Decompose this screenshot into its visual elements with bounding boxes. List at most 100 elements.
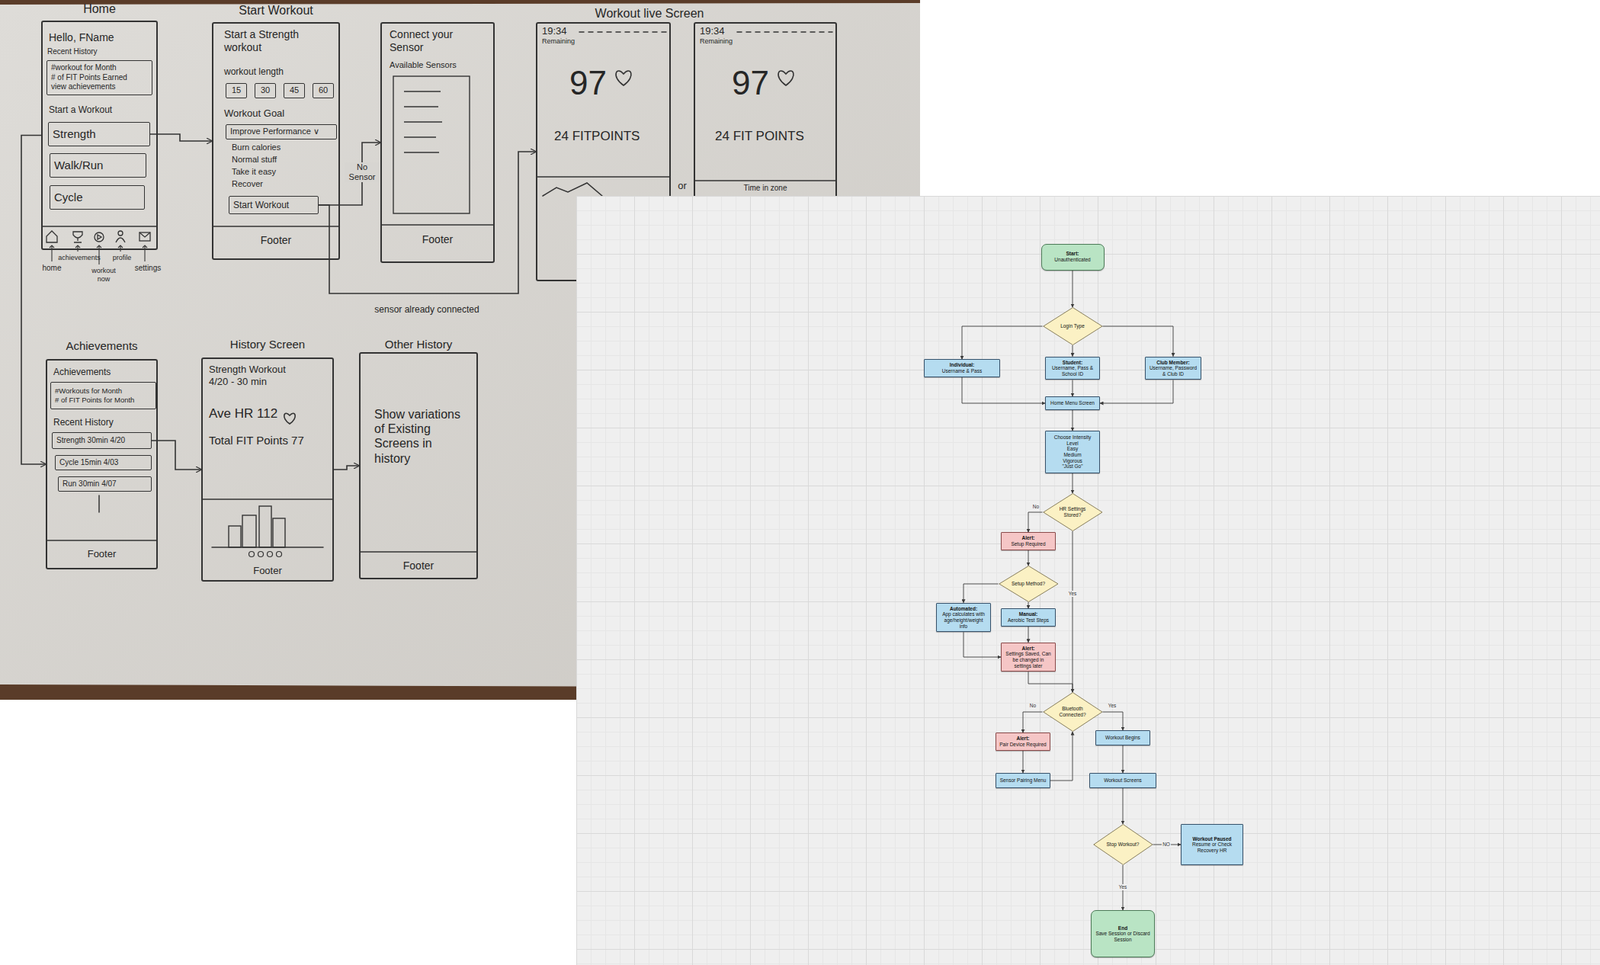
nav-icon (139, 232, 151, 241)
sketch-button: Improve Performance ∨ (225, 124, 337, 140)
heart-symbol (615, 70, 632, 86)
flow-text: Choose Intensity Level (1048, 434, 1097, 446)
sketch-button: Start Workout (228, 195, 319, 215)
button-label: #workout for Month (51, 63, 117, 74)
leader-arrow (51, 245, 52, 262)
leader-arrow (118, 245, 123, 248)
process-box: Sensor Pairing Menu (995, 772, 1051, 789)
sketch-text: 24 FIT POINTS (715, 128, 805, 145)
sensor-list (393, 76, 470, 214)
note-label: achievements (57, 253, 101, 263)
edge-label: Yes (1118, 884, 1129, 891)
flow-text: Unauthenticated (1054, 256, 1091, 263)
edge-label: No Sensor (344, 162, 380, 183)
sketch-text: Start a Strength workout (224, 28, 324, 55)
screen-frame: Start WorkoutStart a Strength workoutwor… (211, 22, 340, 260)
note-label: workout now (88, 266, 119, 284)
alert-box: Alert:Pair Device Required (995, 732, 1051, 751)
sketch-button: Walk/Run (49, 153, 147, 178)
connector-arrow (1072, 380, 1074, 398)
pencil-line (213, 225, 339, 228)
pencil-line (381, 224, 494, 226)
note-label: Workout live Screen (595, 6, 705, 21)
sketch-text: Workout Goal (224, 107, 285, 120)
screen-title: Achievements (45, 339, 158, 353)
flow-text: Workout Paused (1192, 836, 1232, 843)
flow-text: Settings Saved, Can be changed in settin… (1004, 650, 1052, 669)
flow-text: End (1118, 925, 1128, 932)
diamond-text: Bluetooth Connected? (1055, 705, 1090, 718)
sketch-text: Footer (202, 564, 333, 578)
flowchart-panel: Start:UnauthenticatedLogin TypeIndividua… (576, 195, 1600, 965)
process-box: Automated:App calculates with age/height… (936, 602, 991, 633)
button-label: #Workouts for Month (54, 386, 122, 396)
edge-label: NO (1161, 841, 1171, 848)
button-label: Start Workout (233, 199, 289, 212)
process-box: Workout Screens (1089, 772, 1157, 789)
screen-title: Home (41, 1, 158, 17)
process-box: Individual:Username & Pass (923, 359, 1001, 377)
sensor-list (393, 76, 470, 214)
sketch-text: Recent History (47, 47, 98, 57)
button-label: Cycle (54, 190, 84, 206)
sketch-button: Strength (48, 121, 151, 147)
flow-text: Workout Begins (1105, 734, 1141, 741)
button-label: 15 (231, 85, 241, 97)
screen-frame: AchievementsAchievementsRecent HistoryFo… (45, 359, 158, 570)
nav-icon (118, 230, 123, 236)
flow-text: Bluetooth Connected? (1055, 705, 1090, 718)
page-dots (267, 551, 273, 558)
sketch-text: Burn calories (231, 142, 281, 153)
screen-frame: Connect your SensorAvailable SensorsFoot… (380, 22, 495, 263)
decision-diamond: HR Settings Stored? (1042, 493, 1104, 532)
flow-text: Username, Pass & School ID (1048, 365, 1097, 377)
sketch-text: Strength Workout 4/20 - 30 min (208, 363, 301, 388)
screen-title: History Screen (201, 337, 334, 352)
diamond-outline (1093, 824, 1152, 866)
pencil-line (579, 31, 667, 33)
screen-frame: HomeHello, FNameRecent HistoryStart a Wo… (41, 20, 158, 251)
nav-icon (73, 231, 83, 243)
note-label: settings (134, 263, 161, 273)
process-box: Workout Begins (1095, 730, 1151, 746)
sketch-text: Show variations of Existing Screens in h… (374, 407, 466, 466)
flow-text: Setup Required (1010, 541, 1046, 548)
button-label: 30 (260, 85, 270, 97)
sensor-list (404, 105, 439, 107)
leader-arrow (76, 245, 78, 252)
flow-text: Student: (1062, 359, 1083, 366)
screen-title: Start Workout (211, 3, 340, 18)
sketch-text: Time in zone (695, 183, 836, 193)
flow-text: App calculates with age/height/weight in… (939, 611, 988, 629)
connector-arrow (318, 142, 381, 206)
flow-text: HR Settings Stored? (1055, 506, 1090, 518)
leader-arrow (49, 245, 148, 265)
terminal-box: EndSave Session or Discard Session (1090, 910, 1155, 958)
flow-text: Login Type (1055, 323, 1090, 330)
flow-text: Vigorous (1062, 458, 1083, 465)
leader-arrow (119, 245, 121, 252)
decision-diamond: Stop Workout? (1093, 824, 1154, 866)
sketch-button: #workout for Month# of FIT Points Earned… (46, 60, 153, 96)
connector-arrow (318, 151, 536, 294)
screen-title: Other History (359, 337, 478, 352)
sketch-button: 60 (312, 83, 334, 99)
sketch-text: Footer (213, 234, 339, 247)
nav-icon (97, 234, 102, 240)
connector-arrow (1099, 380, 1174, 405)
sketch-button: 30 (254, 83, 276, 99)
note-label: profile (112, 253, 132, 263)
sensor-list (404, 90, 441, 92)
connector-arrow (333, 465, 360, 470)
connector-arrow (1028, 550, 1030, 566)
connector-arrow (963, 583, 999, 603)
sketch-text: Remaining (541, 37, 575, 46)
button-label: Strength (52, 127, 97, 142)
diamond-outline (1042, 307, 1102, 346)
pencil-line (360, 551, 477, 553)
sketch-text: Remaining (699, 37, 733, 46)
process-box: Home Menu Screen (1045, 396, 1100, 411)
flow-text: "Just Go" (1061, 463, 1083, 470)
button-label: Run 30min 4/07 (62, 479, 117, 490)
flow-text: Club Member: (1156, 359, 1190, 366)
